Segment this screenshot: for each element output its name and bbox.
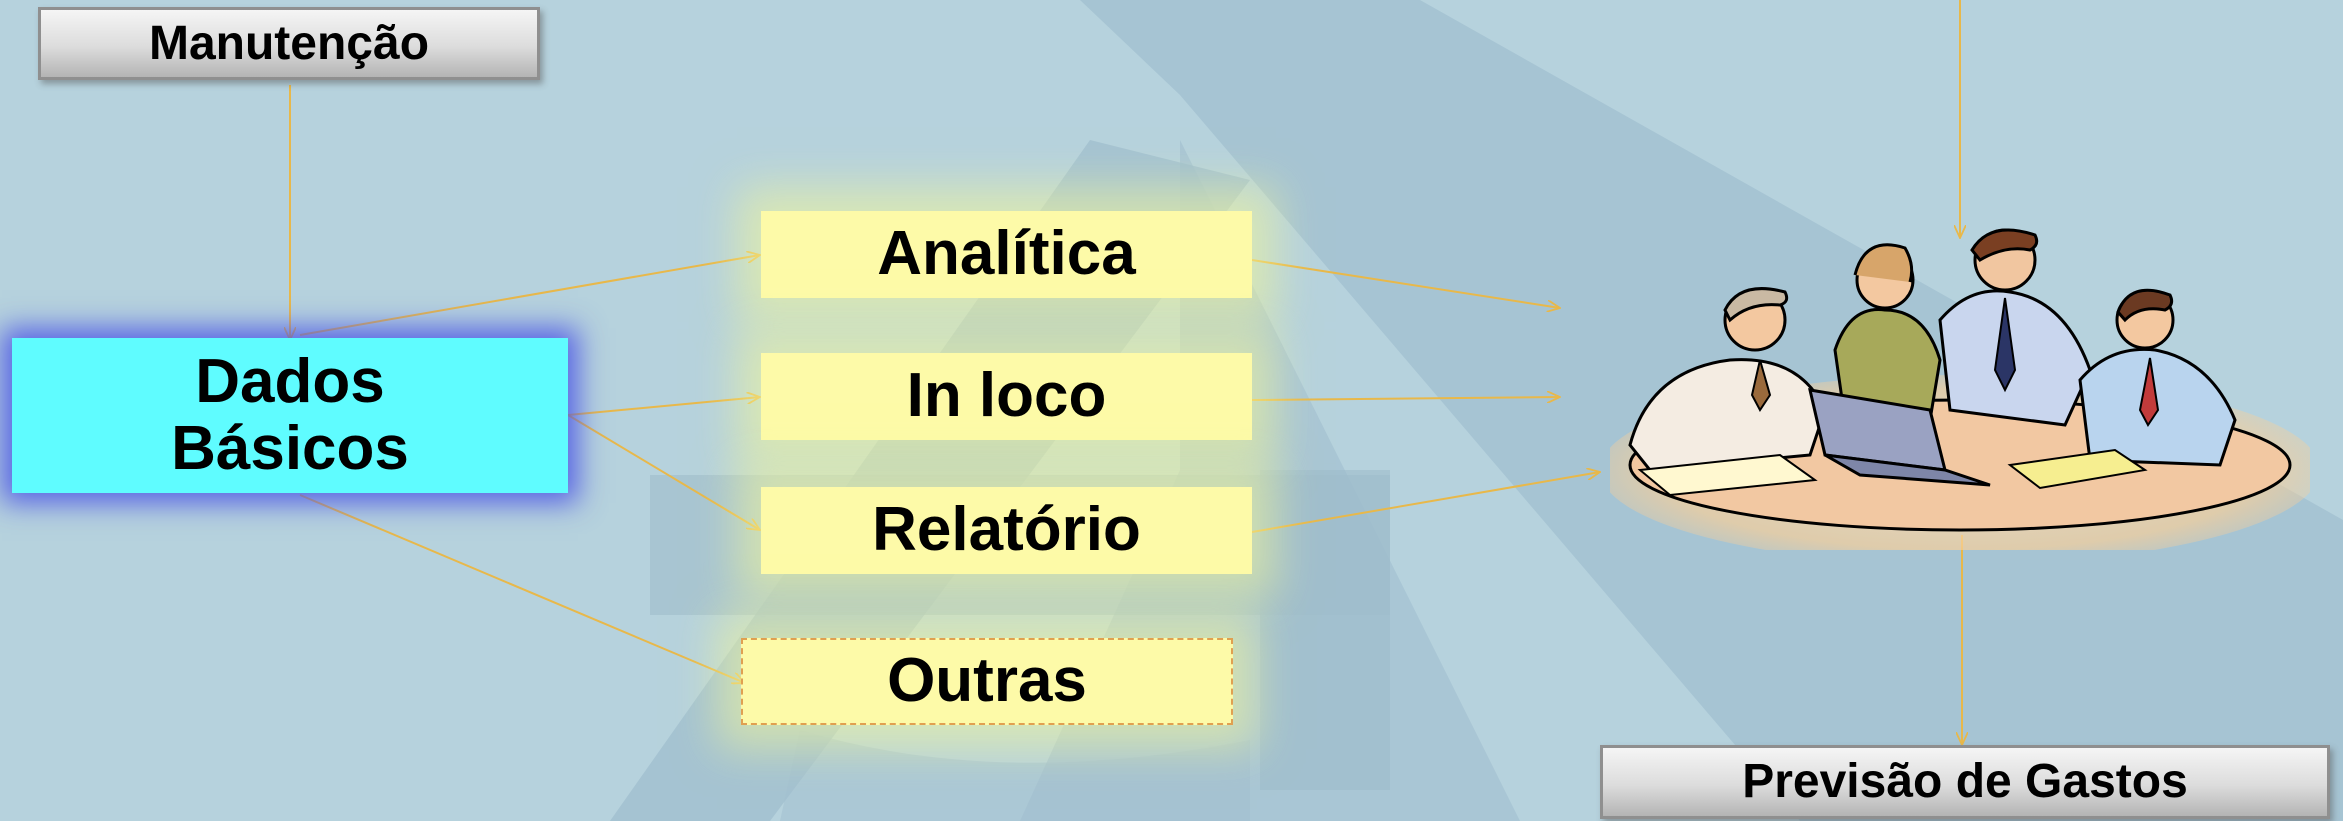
relatorio-box: Relatório <box>761 487 1252 574</box>
dados-basicos-box: Dados Básicos <box>12 338 568 493</box>
in-loco-box: In loco <box>761 353 1252 440</box>
analitica-label: Analítica <box>877 219 1136 289</box>
relatorio-label: Relatório <box>872 495 1141 565</box>
previsao-de-gastos-box: Previsão de Gastos <box>1600 745 2330 819</box>
previsao-de-gastos-label: Previsão de Gastos <box>1742 755 2188 809</box>
manutencao-box: Manutenção <box>38 7 540 80</box>
outras-box: Outras <box>741 638 1233 725</box>
team-meeting-illustration <box>1610 228 2310 550</box>
outras-label: Outras <box>887 646 1087 716</box>
dados-basicos-label: Dados Básicos <box>171 346 409 483</box>
manutencao-label: Manutenção <box>148 16 430 70</box>
analitica-box: Analítica <box>761 211 1252 298</box>
in-loco-label: In loco <box>906 361 1107 431</box>
